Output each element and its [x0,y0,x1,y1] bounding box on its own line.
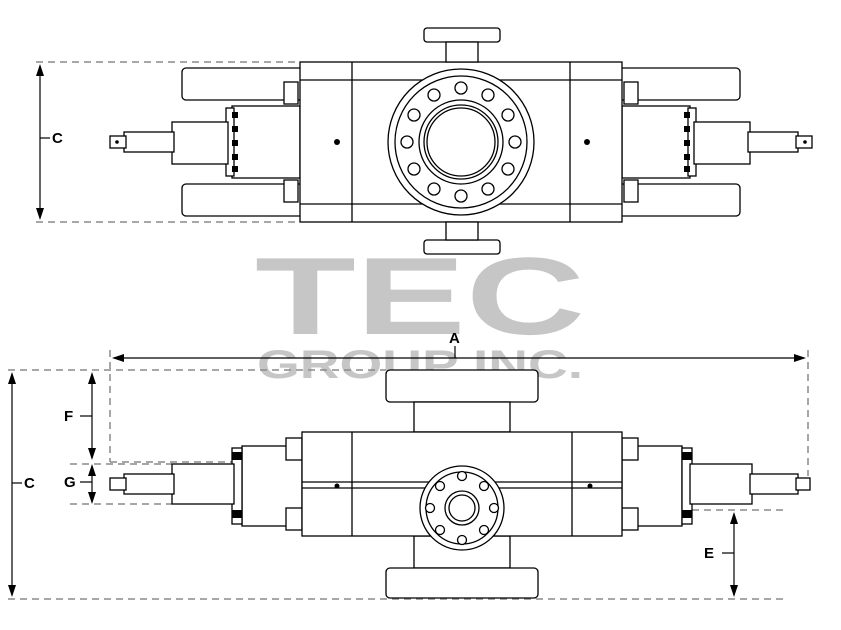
dimension-g: G [64,463,172,505]
label-e: E [704,545,714,562]
label-f: F [64,408,73,425]
side-outlet-flange [419,465,505,551]
top-view: C [36,27,813,255]
dimension-c-bottom: C [8,369,786,600]
label-a: A [449,330,460,347]
label-c-top: C [52,130,63,147]
side-top-flange [385,369,539,433]
tec-watermark: TEC GROUP INC. [255,235,585,387]
left-guide-rods [181,67,305,217]
side-view: A C F [8,330,811,600]
watermark-line1: TEC [255,235,585,358]
top-outlet [423,27,501,255]
right-operator [621,81,813,203]
dimension-a: A [109,330,809,476]
side-right-operator [621,437,811,531]
side-bolt-holes [424,470,500,546]
left-operator [109,81,301,203]
label-c-bottom: C [24,475,35,492]
side-left-operator [109,437,303,531]
main-flange-top-view [387,68,535,216]
label-g: G [64,474,76,491]
dimension-c-top: C [36,61,300,223]
bolt-holes [400,81,522,203]
